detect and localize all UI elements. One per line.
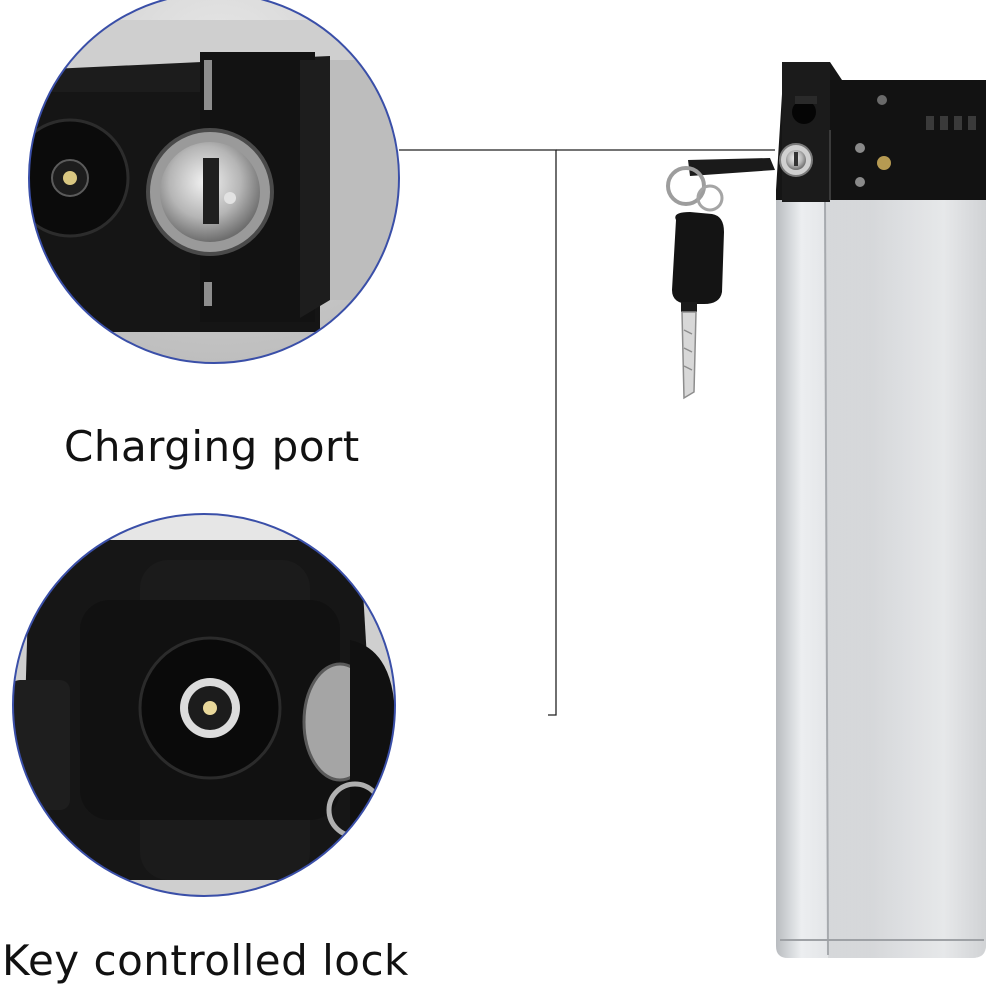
charging-port-caption: Charging port: [64, 422, 360, 471]
battery-top-cap: [776, 62, 986, 202]
battery-lock-icon: [779, 143, 813, 177]
dc-jack-icon: [29, 118, 130, 238]
charging-port-closeup: [28, 0, 400, 364]
leader-lines: [399, 149, 775, 716]
lock-cylinder-icon: [146, 128, 274, 256]
key-lock-closeup: [12, 513, 396, 897]
terminal-slots: [926, 116, 976, 130]
battery-pack: [776, 62, 986, 958]
barrel-jack-icon: [138, 636, 282, 780]
key-lock-caption: Key controlled lock: [2, 936, 409, 985]
key-icon: [666, 158, 775, 400]
